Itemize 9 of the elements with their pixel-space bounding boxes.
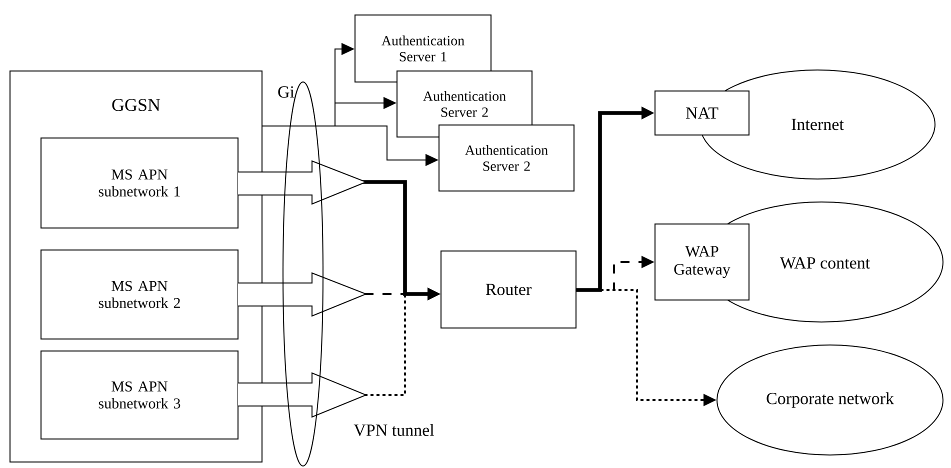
subnetwork-box: MS APN subnetwork 2	[40, 250, 238, 340]
edge-label: VPN tunnel	[352, 422, 436, 437]
nat-box: NAT	[654, 90, 750, 136]
gi-interface-drawing: Gi	[278, 82, 324, 466]
router-box: Router	[440, 250, 576, 328]
gateway-box: WAP Gateway	[654, 224, 750, 300]
subnetwork-box: MS APN subnetwork 1	[40, 138, 238, 228]
server-box: Authentication Server 2	[438, 124, 574, 192]
subnetwork-box: MS APN subnetwork 3	[40, 350, 238, 440]
